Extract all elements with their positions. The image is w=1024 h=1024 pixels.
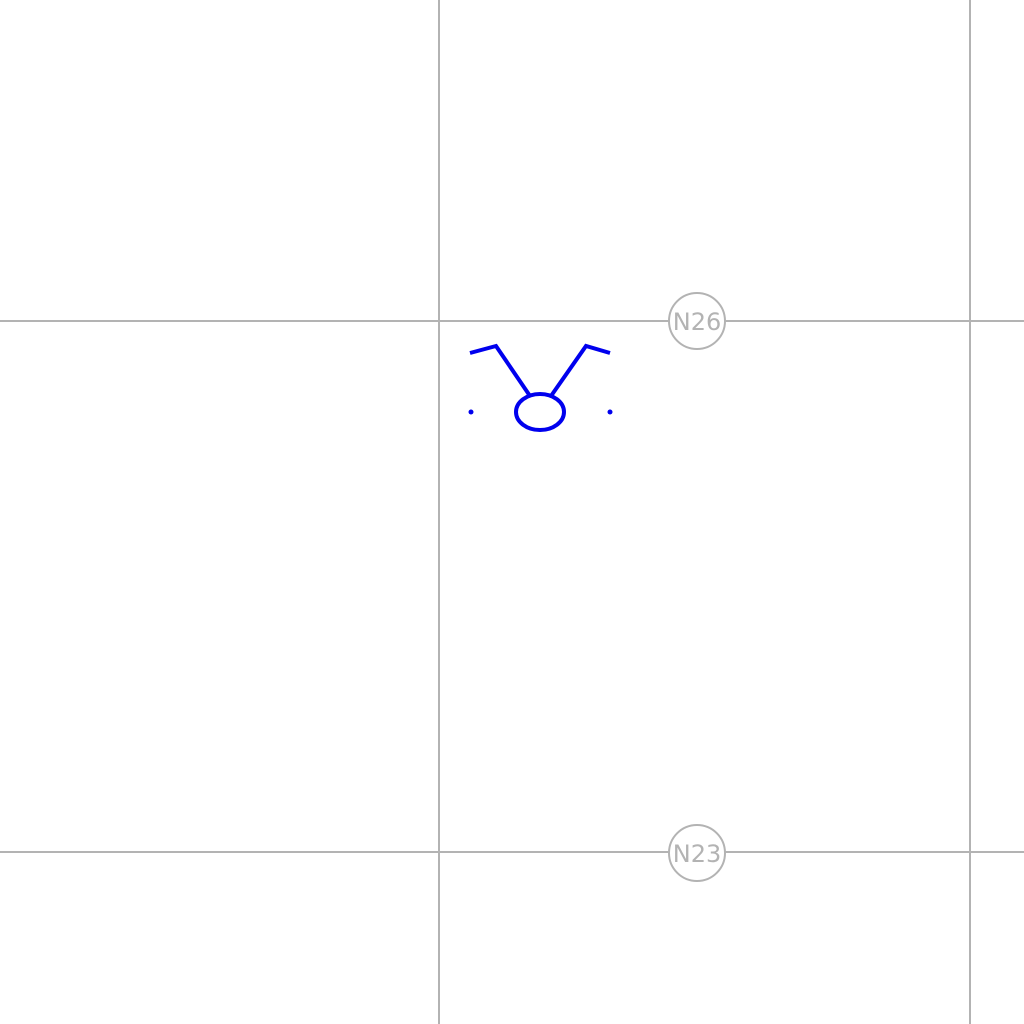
right-dot (607, 409, 613, 415)
grid-label-text: N23 (673, 840, 722, 868)
right-horn (549, 343, 611, 398)
left-dot (468, 409, 474, 415)
grid-label-text: N26 (673, 308, 722, 336)
bull-head-icon[interactable] (468, 343, 613, 432)
bull-head-ring (514, 392, 566, 432)
grid-label-n26: N26 (668, 292, 726, 350)
grid-label-ring (668, 292, 726, 350)
grid-label-n23: N23 (668, 824, 726, 882)
left-horn (469, 343, 532, 398)
grid-label-ring (668, 824, 726, 882)
